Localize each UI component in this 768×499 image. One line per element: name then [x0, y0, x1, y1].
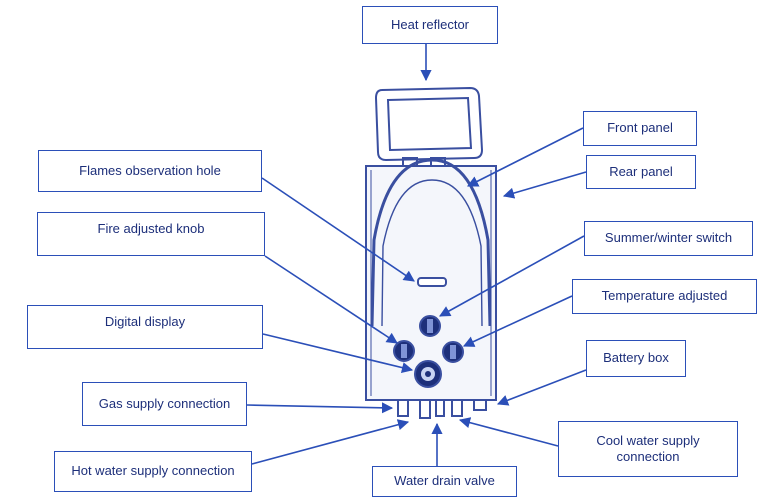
arrow-hot-water	[251, 419, 410, 465]
heat-reflector-part	[374, 86, 484, 167]
arrow-rear-panel	[502, 171, 587, 199]
label-hot-water-supply-connection: Hot water supply connection	[54, 451, 252, 492]
label-gas-supply-connection: Gas supply connection	[82, 382, 247, 426]
label-heat-reflector: Heat reflector	[362, 6, 498, 44]
arrow-gas-supply	[246, 402, 394, 414]
label-digital-display: Digital display	[27, 305, 263, 349]
label-summer-winter-switch: Summer/winter switch	[584, 221, 753, 256]
label-cool-water-supply-connection: Cool water supply connection	[558, 421, 738, 477]
arrow-flames-hole	[261, 177, 415, 282]
label-rear-panel: Rear panel	[586, 155, 696, 189]
label-front-panel: Front panel	[583, 111, 697, 146]
arrow-summer-winter	[439, 235, 585, 317]
arrow-cool-water	[458, 417, 559, 447]
arrow-temperature	[462, 295, 573, 347]
label-fire-adjusted-knob: Fire adjusted knob	[37, 212, 265, 256]
label-battery-box: Battery box	[586, 340, 686, 377]
fire-adjust-knob	[393, 340, 415, 362]
label-water-drain-valve: Water drain valve	[372, 466, 517, 497]
label-flames-observation-hole: Flames observation hole	[38, 150, 262, 192]
bottom-connections	[397, 399, 487, 419]
arrow-fire-knob	[264, 255, 398, 344]
summer-winter-knob	[419, 315, 441, 337]
label-temperature-adjusted: Temperature adjusted	[572, 279, 757, 314]
arrow-digital-display	[262, 333, 414, 374]
arrow-battery-box	[496, 369, 587, 406]
temperature-knob	[442, 341, 464, 363]
digital-display-dial	[414, 360, 442, 388]
arrow-front-panel	[466, 127, 584, 187]
